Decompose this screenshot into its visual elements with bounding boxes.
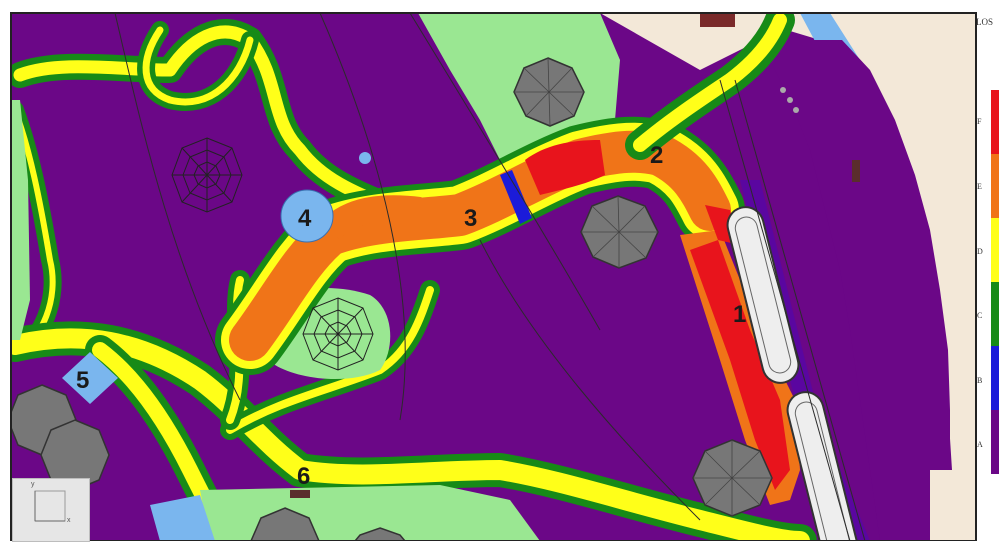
bollard xyxy=(787,97,793,103)
marker-2-label: 2 xyxy=(650,142,663,169)
gazebo-bottom-left xyxy=(11,384,406,541)
legend-letter-d: D xyxy=(977,247,983,256)
queue-zone-1-red xyxy=(690,240,790,490)
legend-letter-a: A xyxy=(977,440,983,449)
legend-swatch-f xyxy=(991,90,999,154)
legend-swatch-c xyxy=(991,282,999,346)
marker-5-label: 5 xyxy=(76,367,89,394)
marker-4-label: 4 xyxy=(298,205,312,232)
walkway-main xyxy=(215,116,745,375)
walkway-upper-right xyxy=(625,13,795,160)
legend-swatch-a xyxy=(991,410,999,474)
map-frame xyxy=(10,12,977,541)
legend-title: LOS xyxy=(976,17,994,27)
grass-left-strip xyxy=(11,100,30,340)
marker-5-diamond xyxy=(62,352,118,404)
tram-upper xyxy=(726,206,800,384)
legend-letter-c: C xyxy=(977,311,983,320)
marker-4-circle xyxy=(280,189,334,243)
walkway-loop-top xyxy=(11,18,433,359)
legend-letter-e: E xyxy=(977,182,982,191)
legend-swatch-d xyxy=(991,218,999,282)
axis-y-label: y xyxy=(31,481,35,488)
axis-gizmo-icon xyxy=(34,490,66,522)
legend-letter-b: B xyxy=(977,376,983,385)
legend-swatch-e xyxy=(991,154,999,218)
marker-1-label: 1 xyxy=(733,301,746,328)
legend-swatch-b xyxy=(991,346,999,410)
bench xyxy=(852,160,860,182)
legend-letter-f: F xyxy=(977,117,982,126)
gazebo-center xyxy=(580,195,659,269)
purple-band-right xyxy=(770,40,950,541)
bollard xyxy=(780,87,786,93)
walkway-branch-4 xyxy=(320,195,422,240)
gazebo-bottom-right xyxy=(692,439,773,517)
marker-3-label: 3 xyxy=(464,205,477,232)
bench xyxy=(290,490,310,498)
gazebo-wireframe-left xyxy=(171,137,243,213)
building xyxy=(700,13,735,27)
water-bottom-left xyxy=(150,495,215,541)
congestion-red-top xyxy=(525,140,605,195)
marker-6-label: 6 xyxy=(297,463,310,490)
bollard xyxy=(793,107,799,113)
axis-x-label: x xyxy=(67,517,71,524)
sand-area xyxy=(600,13,976,541)
pole-dot xyxy=(359,152,371,164)
axis-widget[interactable]: x y xyxy=(12,478,90,542)
gazebo-wireframe-island xyxy=(302,297,374,371)
gazebo-top xyxy=(513,57,585,127)
structure-lines xyxy=(114,13,866,541)
tram-lower xyxy=(786,391,860,541)
bridge-edge xyxy=(500,170,532,224)
